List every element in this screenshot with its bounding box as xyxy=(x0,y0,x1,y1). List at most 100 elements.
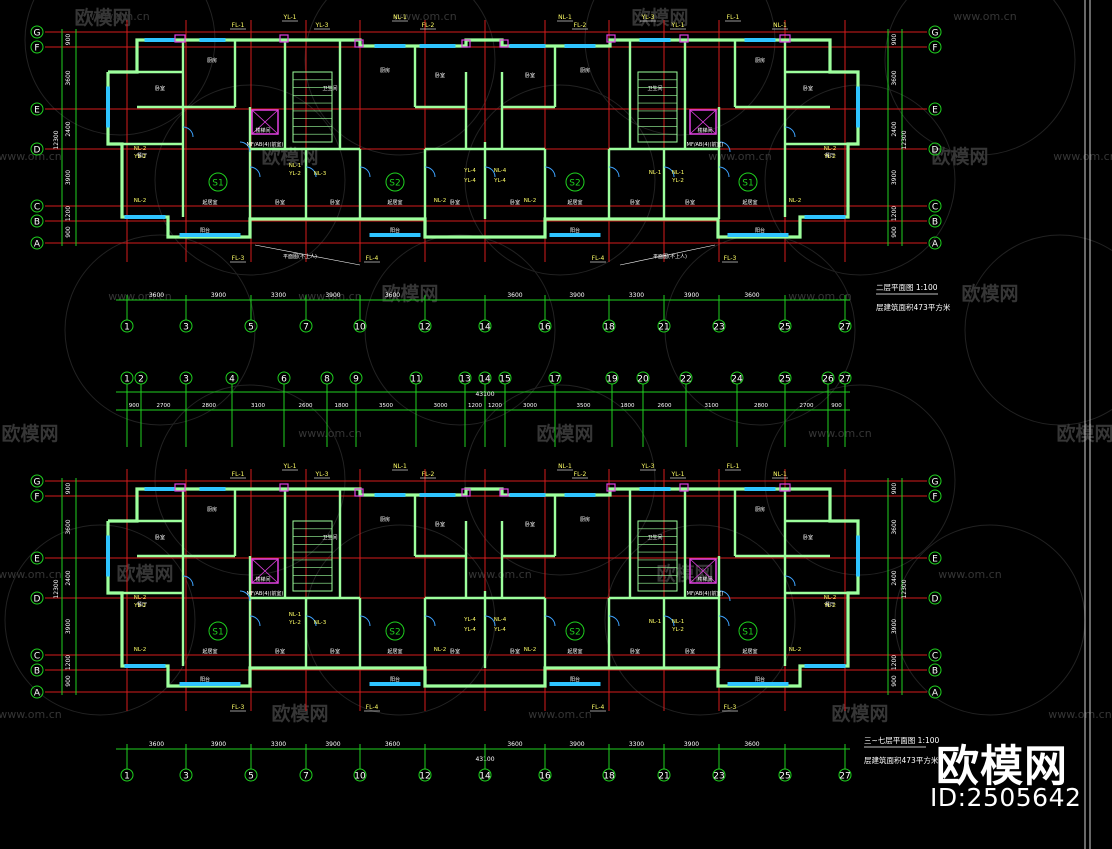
window xyxy=(179,682,241,686)
axis-bubble-label: 3 xyxy=(183,375,189,385)
top-axis-bubble: 20 xyxy=(636,371,650,385)
axis-bubble-label: A xyxy=(34,689,41,699)
watermark-site-text: www.om.cn xyxy=(528,708,591,721)
row-axis-bubble-left: B xyxy=(30,214,44,228)
bottom-axis-bubble: 10 xyxy=(353,319,367,333)
window xyxy=(199,487,226,491)
walls xyxy=(106,487,860,688)
door-swing xyxy=(182,575,194,587)
watermark-circle xyxy=(964,234,1112,426)
top-axis-bubble: 9 xyxy=(349,371,363,385)
stair-core xyxy=(292,71,333,143)
window xyxy=(804,215,846,219)
bottom-dimension-text: 3600 xyxy=(385,292,400,299)
window xyxy=(639,38,671,42)
pipe-tag-side: NL-1 xyxy=(672,170,685,176)
axis-bubble-circle xyxy=(120,319,134,333)
bottom-dimension-text: 3900 xyxy=(325,741,340,748)
window xyxy=(199,38,226,42)
bottom-dimension-text: 3600 xyxy=(744,292,759,299)
watermark-circle xyxy=(64,234,256,426)
bottom-dimension-text: 3900 xyxy=(684,741,699,748)
top-dimension-text: 3500 xyxy=(379,403,393,409)
plan-area-text: 层建筑面积473平方米 xyxy=(876,302,951,312)
door-swing xyxy=(239,141,251,153)
right-total-dimension: 12300 xyxy=(901,130,908,149)
watermark-site-text: www.om.cn xyxy=(953,10,1016,23)
watermark-circle xyxy=(664,234,856,426)
axis-bubble-circle xyxy=(928,25,942,39)
top-dimension-text: 2700 xyxy=(157,403,171,409)
room-label: 厨房 xyxy=(207,506,217,513)
axis-bubble-circle xyxy=(418,319,432,333)
axis-bubble-label: 13 xyxy=(459,375,470,385)
top-axis-bubble: 6 xyxy=(277,371,291,385)
elevator-box xyxy=(689,558,717,584)
top-axis-bubble: 11 xyxy=(409,371,423,385)
axis-bubble-label: 11 xyxy=(410,375,421,385)
window xyxy=(369,233,421,237)
bottom-dimension-text: 3600 xyxy=(507,741,522,748)
axis-bubble-circle xyxy=(602,768,616,782)
slope-line xyxy=(254,244,361,266)
window xyxy=(419,493,456,497)
bottom-axis-bubble: 25 xyxy=(778,768,792,782)
axis-bubble-circle xyxy=(30,489,44,503)
bottom-axis-bubble: 5 xyxy=(244,768,258,782)
right-dimension-text: 900 xyxy=(891,675,898,687)
unit-label: S1 xyxy=(212,179,223,189)
axis-bubble-circle xyxy=(418,768,432,782)
row-axis-bubble-left: E xyxy=(30,551,44,565)
bottom-dimension-text: 3900 xyxy=(211,741,226,748)
axis-bubble-label: 1 xyxy=(124,772,130,782)
axis-bubble-circle xyxy=(602,319,616,333)
bottom-dimension-text: 3600 xyxy=(149,292,164,299)
pipe-tag-side: YL-2 xyxy=(288,620,301,626)
top-axis-bubble: 3 xyxy=(179,371,193,385)
top-dimension-text: 2700 xyxy=(800,403,814,409)
room-label: 卧室 xyxy=(435,521,445,528)
axis-bubble-circle xyxy=(928,685,942,699)
window xyxy=(124,215,166,219)
top-dimension-text: 3000 xyxy=(434,403,448,409)
elevator-box xyxy=(251,558,279,584)
building-outline xyxy=(106,487,860,688)
bottom-dimension-text: 3900 xyxy=(325,292,340,299)
watermark-site-text: www.om.cn xyxy=(708,150,771,163)
axis-bubble-label: G xyxy=(34,478,41,488)
bottom-dimension-text: 3600 xyxy=(744,741,759,748)
pipe-tag-side: YL-2 xyxy=(288,171,301,177)
door-swing xyxy=(424,615,436,627)
bottom-axis-bubble: 18 xyxy=(602,319,616,333)
axis-bubble-circle xyxy=(30,648,44,662)
watermark-site-text: www.om.cn xyxy=(1048,708,1111,721)
room-label: 厨房 xyxy=(580,516,590,523)
pipe-tag-bottom: FL-4 xyxy=(592,255,605,262)
axis-bubble-circle xyxy=(478,319,492,333)
axis-bubble-label: 1 xyxy=(124,323,130,333)
watermark-site-text: www.om.cn xyxy=(788,290,851,303)
door-swing xyxy=(249,166,261,178)
pipe-tag-side: NL-3 xyxy=(314,620,327,626)
window xyxy=(744,487,776,491)
axis-bubble-circle xyxy=(778,768,792,782)
row-axis-bubble-left: G xyxy=(30,25,44,39)
bottom-axis-bubble: 10 xyxy=(353,768,367,782)
left-dimension-text: 3600 xyxy=(65,519,72,534)
axis-bubble-label: F xyxy=(932,493,937,503)
pipe-tag-side: NL-2 xyxy=(824,146,837,152)
axis-bubble-label: 27 xyxy=(839,375,850,385)
window-side xyxy=(106,86,110,128)
bottom-axis-bubble: 23 xyxy=(712,768,726,782)
window xyxy=(564,493,596,497)
room-label: 阳台 xyxy=(755,676,765,683)
unit-label: S2 xyxy=(569,628,580,638)
elevator-box xyxy=(251,109,279,135)
bottom-axis-bubble: 18 xyxy=(602,768,616,782)
watermark-circle xyxy=(764,84,956,276)
axis-bubble-circle xyxy=(928,214,942,228)
door-swing xyxy=(719,590,731,602)
elevator-cross xyxy=(251,109,279,135)
bottom-axis-bubble: 3 xyxy=(179,319,193,333)
